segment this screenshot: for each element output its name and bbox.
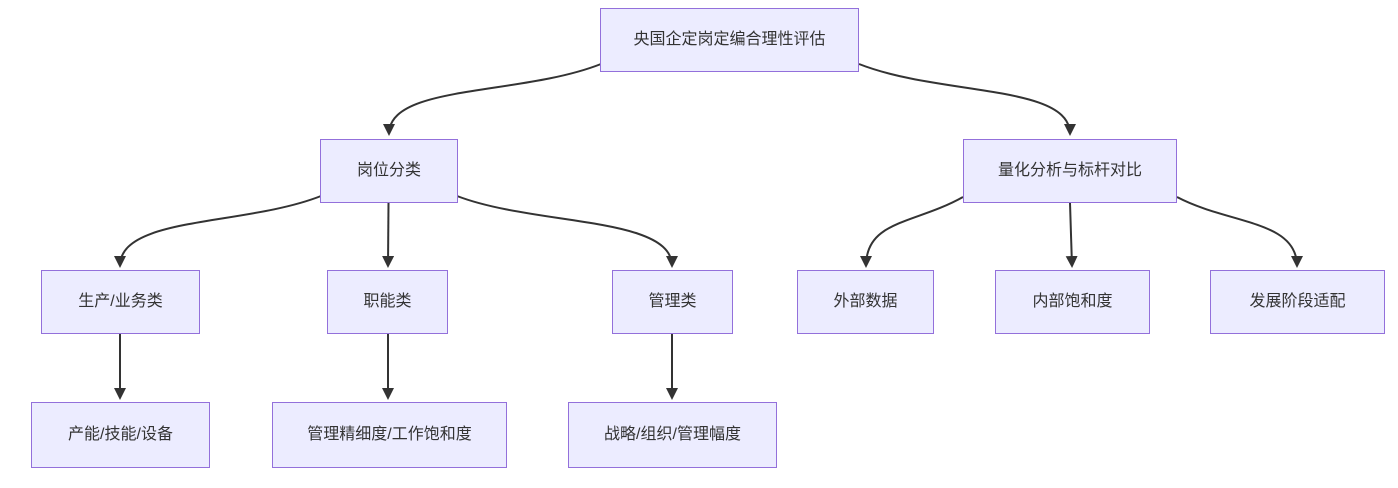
- node-functional: 职能类: [327, 270, 448, 334]
- node-quant: 量化分析与标杆对比: [963, 139, 1177, 203]
- edge-quant-internal: [1065, 202, 1078, 268]
- node-capacity: 产能/技能/设备: [31, 402, 210, 468]
- edge-classification-production: [114, 195, 322, 268]
- node-strategy: 战略/组织/管理幅度: [568, 402, 777, 468]
- node-management: 管理类: [612, 270, 733, 334]
- edge-root-classification: [383, 63, 602, 136]
- node-production: 生产/业务类: [41, 270, 200, 334]
- edge-classification-functional: [382, 202, 395, 268]
- node-classification: 岗位分类: [320, 139, 458, 203]
- edge-quant-stage: [1176, 196, 1303, 268]
- node-external: 外部数据: [797, 270, 934, 334]
- node-root: 央国企定岗定编合理性评估: [600, 8, 859, 72]
- node-stage: 发展阶段适配: [1210, 270, 1385, 334]
- edge-root-quant: [858, 63, 1076, 136]
- edge-classification-management: [456, 195, 678, 268]
- node-internal: 内部饱和度: [995, 270, 1150, 334]
- node-granularity: 管理精细度/工作饱和度: [272, 402, 507, 468]
- edge-quant-external: [860, 196, 964, 268]
